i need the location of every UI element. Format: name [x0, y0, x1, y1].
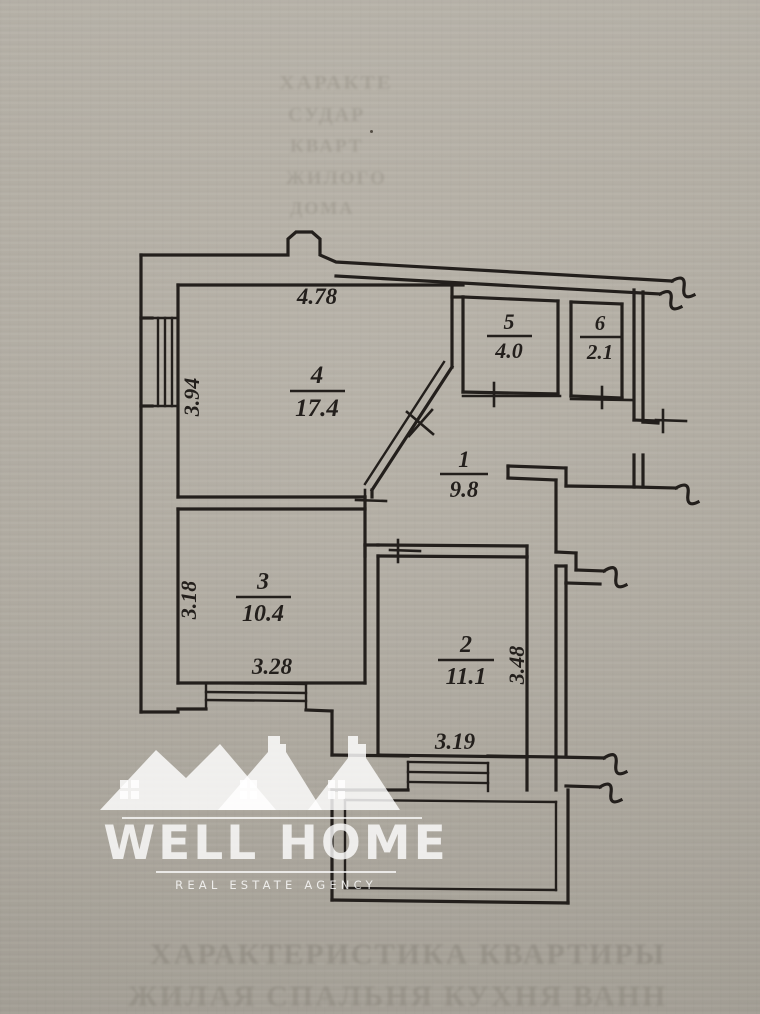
- room-5-area: 4.0: [494, 338, 523, 363]
- balcony-inner-top: [343, 798, 558, 804]
- wall-break-symbol-right-3: [601, 753, 629, 776]
- ink-speck: [370, 130, 373, 133]
- door-opening-hall-room3: [354, 488, 388, 514]
- dimension-3-18: 3.18: [176, 581, 201, 621]
- diagonal-wall-outer: [369, 364, 455, 493]
- dimension-3-94: 3.94: [179, 378, 204, 418]
- bleed-through-bottom-1: ХАРАКТЕРИСТИКА КВАРТИРЫ: [150, 938, 667, 971]
- room-1-area: 9.8: [450, 477, 479, 502]
- door-opening-right-upper: [654, 408, 688, 434]
- bleed-through-bottom-2: ЖИЛАЯ СПАЛЬНЯ КУХНЯ ВАНН: [128, 980, 668, 1013]
- door-opening-room6: [569, 385, 634, 410]
- balcony-inner-bottom: [343, 886, 558, 892]
- room-6-area: 2.1: [586, 340, 613, 364]
- room5-wall-top: [461, 295, 560, 303]
- room-6-number: 6: [595, 311, 606, 335]
- door-opening-hall-room2: [388, 538, 422, 564]
- diagonal-wall-inner: [363, 360, 446, 486]
- bleed-through-line-2: СУДАР: [288, 104, 366, 126]
- door-mark-diagonal: [405, 408, 435, 438]
- room6-wall-top: [569, 300, 624, 306]
- wall-break-symbol-right-2: [601, 566, 629, 589]
- dimension-4-78: 4.78: [296, 284, 338, 309]
- window-room4-left: [150, 316, 180, 408]
- window-room3-bottom: [204, 681, 308, 712]
- wall-break-symbol-top-right-inner: [657, 289, 684, 311]
- balcony-wall-bottom: [330, 898, 570, 905]
- wall-lines: [139, 230, 701, 905]
- bleed-through-line-5: ДОМА: [290, 198, 355, 218]
- wall-break-symbol-top-right: [669, 276, 697, 299]
- hall-wall-top-right: [506, 464, 568, 470]
- window-room2-bottom: [406, 760, 490, 793]
- room-4-number: 4: [310, 362, 324, 389]
- dimension-3-19: 3.19: [434, 729, 476, 754]
- room-2-number: 2: [459, 632, 472, 658]
- dimension-labels: 4.78 3.94 3.18 3.28 3.48 3.19: [176, 284, 529, 754]
- room-3-area: 10.4: [242, 601, 284, 627]
- bleed-through-line-3: КВАРТ: [290, 136, 364, 157]
- door-opening-room5: [461, 381, 562, 408]
- room6-wall-bottom: [569, 394, 624, 400]
- dimension-3-28: 3.28: [251, 654, 293, 679]
- bleed-through-line-4: ЖИЛОГО: [286, 168, 387, 189]
- room-4-area: 17.4: [295, 395, 339, 422]
- bleed-through-line-1: ХАРАКТЕ: [279, 72, 393, 94]
- room5-wall-bottom: [461, 390, 560, 396]
- room-labels: 4 17.4 5 4.0 6 2.1 1 9.8 3 10.4 2 11.1: [236, 309, 621, 690]
- wall-break-symbol-right-4: [597, 782, 624, 804]
- wall-break-symbol-right-1: [673, 483, 701, 506]
- room-1-number: 1: [458, 447, 470, 472]
- room-3-number: 3: [256, 569, 269, 595]
- room-2-area: 11.1: [446, 664, 487, 690]
- dimension-3-48: 3.48: [504, 646, 529, 686]
- room-5-number: 5: [504, 309, 515, 334]
- room2-wall-top: [376, 554, 529, 559]
